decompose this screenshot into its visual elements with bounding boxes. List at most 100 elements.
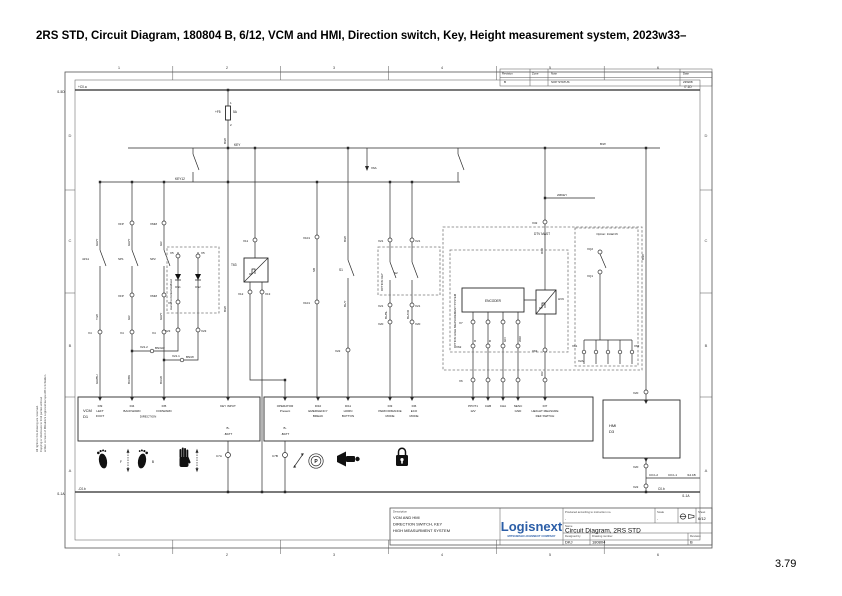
- t63-converter: T63: [231, 257, 269, 283]
- connector-label: XQ1: [587, 274, 593, 278]
- copyright-line: Copying or disclosure to third parties w…: [39, 397, 43, 452]
- component-ref: T63: [231, 263, 237, 267]
- page-title: 2RS STD, Circuit Diagram, 180804 B, 6/12…: [36, 30, 687, 42]
- switch-ref: S1: [339, 268, 343, 272]
- connector-label: X5: [170, 251, 174, 255]
- drawing-value: 180804: [592, 540, 606, 545]
- wire-color-label: GR/Y: [127, 239, 131, 246]
- pictograms: F B: [97, 447, 408, 473]
- sheet-ref: /1.5D: [57, 90, 65, 94]
- connector-label: X11: [243, 239, 248, 243]
- vcm-pin-label: 12V: [470, 409, 475, 413]
- vcm-pin-label: DI10: [315, 404, 322, 408]
- row-label: A: [705, 468, 708, 473]
- connector-label: X62: [456, 345, 462, 349]
- sheet-ref: /1.1A: [57, 492, 65, 496]
- vcm-pin-label: OPERATOR: [277, 404, 294, 408]
- designed-value: DKJ: [565, 540, 573, 545]
- connector-label: X12: [238, 292, 244, 296]
- wire-color-label: R: [473, 339, 477, 342]
- wire-color-label: GR: [159, 241, 163, 246]
- wire-color-label: OR: [540, 371, 544, 376]
- connector-label: X21.2: [140, 345, 148, 349]
- name-label: Name: [565, 524, 573, 528]
- vcm-pin-label: BACKWARD: [123, 409, 141, 413]
- fuse-name: +F5: [215, 110, 221, 114]
- row-label: D: [705, 133, 708, 138]
- description-label: Description: [393, 510, 407, 514]
- wire-color-label: SB: [312, 268, 316, 272]
- drawing-label: Drawing number: [592, 534, 613, 538]
- connector-label: X23: [165, 329, 171, 333]
- connector-label: X5: [168, 301, 172, 305]
- net-labels: KEY KEY12 2MKEY B/W C0.b-2 C0.b-1 /12.1B…: [95, 138, 696, 477]
- description-line: HIGH MEASURMENT SYSTEM: [393, 528, 450, 533]
- connector-label: XFP: [118, 222, 124, 226]
- option-box-title: OPTION: HIGH MEASUREMENT SYSTEM: [453, 293, 457, 348]
- component-ref: HV9: [558, 297, 564, 301]
- direction-arrows-icon: [126, 448, 130, 473]
- sheet-label: Sheet: [698, 510, 706, 514]
- scale-value: -: [657, 517, 658, 521]
- revision-header: Revision: [502, 72, 513, 76]
- col-label: 2: [226, 552, 229, 557]
- vcm-pin-label: FORWARD: [156, 409, 172, 413]
- hmi-box: HMI D3: [602, 399, 681, 462]
- parking-brake-label: P: [314, 459, 318, 465]
- revision-value: B: [690, 540, 693, 545]
- wire-color-label: B/W: [343, 236, 347, 242]
- row-label: B: [69, 343, 72, 348]
- connector-label: X20: [633, 465, 639, 469]
- option-box-title: Hand controlled fwd/bwd: [169, 279, 173, 310]
- connector-label: X23: [201, 329, 207, 333]
- vcm-pin-label: Present: [280, 409, 291, 413]
- copyright-line: All rights to this drawing are reserved.: [35, 405, 39, 452]
- vcm-pin-label: EMERGENCY: [308, 409, 327, 413]
- vcm-pin-label: CHA: [500, 404, 506, 408]
- wire-color-label: GR/BU: [95, 374, 99, 384]
- wire-color-label: BL/BL: [384, 310, 388, 319]
- description-line: DIRECTION SWITCH, KEY: [393, 522, 442, 527]
- connector-label: X32: [532, 221, 538, 225]
- vcm-pin-label: DI6: [412, 404, 417, 408]
- name-value: Circuit Diagram, 2RS STD: [565, 528, 641, 535]
- hmi-ref: D3: [609, 429, 615, 434]
- sheet-ref: /12.1B: [687, 473, 696, 477]
- vcm-pin-label: PERFORMANCE: [378, 409, 401, 413]
- initial-lift-box: Option: Initial lift X61 X63 X2A XQ2 XQ1: [572, 227, 640, 367]
- parking-brake-icon: P: [308, 453, 324, 469]
- col-label: 2: [226, 65, 229, 70]
- vcm-pin-label: DI11: [345, 404, 351, 408]
- net-label: KEY: [234, 143, 241, 147]
- wire-color-label: GR/Y: [159, 313, 163, 320]
- forward-label: F: [120, 460, 122, 464]
- connector-label: X4: [152, 331, 156, 335]
- note-header: Note: [551, 72, 557, 76]
- vcm-name: VCM: [83, 408, 92, 413]
- connector-label: X21: [378, 239, 384, 243]
- connector-label: X63: [634, 344, 640, 348]
- title-block: Description VCM AND HMI DIRECTION SWITCH…: [389, 507, 713, 546]
- option-box-title: OPTION: KEY: [380, 273, 384, 291]
- net-label: -C0.b: [78, 487, 86, 491]
- col-label: 3: [333, 552, 336, 557]
- wire-color-label: B/W: [223, 306, 227, 312]
- row-label: C: [69, 238, 72, 243]
- connectors: [97, 166, 649, 489]
- vcm-pin-label: KEY INPUT: [220, 404, 236, 408]
- vcm-pin-label: LEFT: [96, 409, 104, 413]
- tiller-arrows-icon: [293, 453, 304, 468]
- connector-label: X21.1: [172, 354, 180, 358]
- connector-label: XQ2: [587, 247, 593, 251]
- vcm-pin-label: DI7: [543, 404, 548, 408]
- connector-label: X20: [378, 322, 384, 326]
- connector-label: X6: [459, 379, 463, 383]
- connector-label: X22: [335, 349, 341, 353]
- vcm-pin-label: REF SWITCH: [536, 414, 555, 418]
- wire-color-label: W/R: [518, 335, 522, 342]
- hand-control-box: Hand controlled fwd/bwd DS1 DS2: [166, 246, 220, 314]
- wire-color-label: BU/BK: [127, 375, 131, 384]
- fuse-rating: 5A: [233, 110, 238, 114]
- vcm-pin-label: CHB: [485, 404, 491, 408]
